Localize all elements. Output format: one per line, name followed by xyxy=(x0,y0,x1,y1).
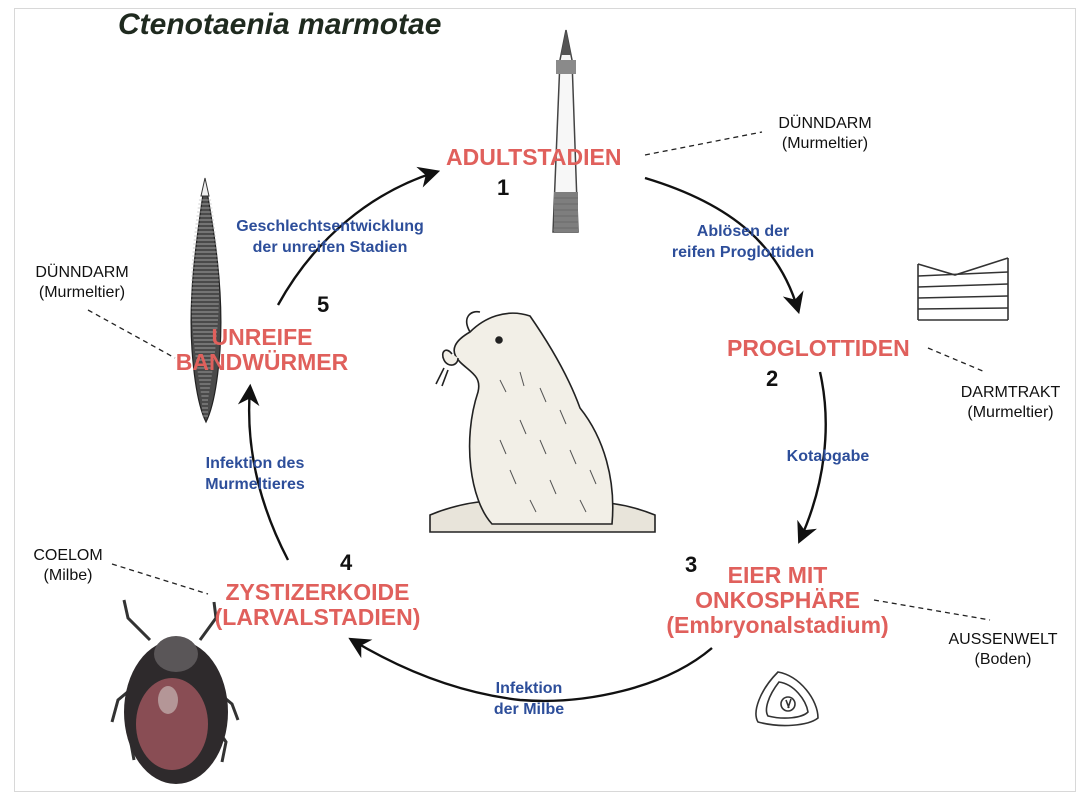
location-immature-line-2: (Murmeltier) xyxy=(22,283,142,303)
egg-illustration xyxy=(756,672,818,725)
transition-3-line-1: Infektion xyxy=(474,678,584,699)
transition-4-line-2: Murmeltieres xyxy=(185,474,325,495)
stage-4-number: 4 xyxy=(340,550,352,576)
stage-3-label-line-3: (Embryonalstadium) xyxy=(650,613,905,638)
stage-3-number: 3 xyxy=(685,552,697,578)
location-adult-line-2: (Murmeltier) xyxy=(755,134,895,154)
location-eggs-line-1: AUSSENWELT xyxy=(938,630,1068,650)
stage-5-number: 5 xyxy=(317,292,329,318)
transition-4-to-5-label: Infektion des Murmeltieres xyxy=(185,453,325,495)
transition-3-line-2: der Milbe xyxy=(474,699,584,720)
location-cysticercoid-line-2: (Milbe) xyxy=(28,566,108,586)
location-proglottids-line-2: (Murmeltier) xyxy=(948,403,1073,423)
location-eggs-line-2: (Boden) xyxy=(938,650,1068,670)
stage-1-number: 1 xyxy=(497,175,509,201)
location-proglottids-line-1: DARMTRAKT xyxy=(948,383,1073,403)
transition-1-line-1: Ablösen der xyxy=(648,221,838,242)
location-cysticercoid: COELOM (Milbe) xyxy=(28,546,108,586)
transition-5-to-1-label: Geschlechtsentwicklung der unreifen Stad… xyxy=(215,216,445,258)
diagram-title: Ctenotaenia marmotae xyxy=(118,8,441,42)
stage-4-label-line-2: (LARVALSTADIEN) xyxy=(200,605,435,630)
location-adult: DÜNNDARM (Murmeltier) xyxy=(755,114,895,154)
adult-tapeworm-illustration xyxy=(553,30,578,232)
stage-2-label: PROGLOTTIDEN xyxy=(727,336,910,361)
leader-cysticercoid-location xyxy=(112,564,208,594)
leader-adult-location xyxy=(645,132,762,155)
location-immature: DÜNNDARM (Murmeltier) xyxy=(22,263,142,303)
location-proglottids: DARMTRAKT (Murmeltier) xyxy=(948,383,1073,423)
stage-3-label-line-2: ONKOSPHÄRE xyxy=(650,588,905,613)
marmot-illustration xyxy=(430,312,655,532)
stage-5-label-line-2: BANDWÜRMER xyxy=(162,350,362,375)
location-eggs: AUSSENWELT (Boden) xyxy=(938,630,1068,670)
location-cysticercoid-line-1: COELOM xyxy=(28,546,108,566)
stage-5-label-line-1: UNREIFE xyxy=(162,325,362,350)
transition-2-line-1: Kotabgabe xyxy=(773,446,883,467)
stage-1-label-line-1: ADULTSTADIEN xyxy=(446,145,621,170)
stage-2-number: 2 xyxy=(766,366,778,392)
transition-1-to-2-label: Ablösen der reifen Proglottiden xyxy=(648,221,838,263)
proglottids-illustration xyxy=(918,258,1008,320)
location-adult-line-1: DÜNNDARM xyxy=(755,114,895,134)
transition-2-to-3-label: Kotabgabe xyxy=(773,446,883,467)
transition-5-line-1: Geschlechtsentwicklung xyxy=(215,216,445,237)
location-immature-line-1: DÜNNDARM xyxy=(22,263,142,283)
transition-4-line-1: Infektion des xyxy=(185,453,325,474)
stage-1-label: ADULTSTADIEN xyxy=(446,145,621,170)
stage-4-label-line-1: ZYSTIZERKOIDE xyxy=(200,580,435,605)
stage-2-label-line-1: PROGLOTTIDEN xyxy=(727,336,910,361)
transition-3-to-4-label: Infektion der Milbe xyxy=(474,678,584,720)
leader-proglottid-location xyxy=(928,348,985,372)
immature-tapeworm-illustration xyxy=(191,178,221,422)
transition-1-line-2: reifen Proglottiden xyxy=(648,242,838,263)
transition-5-line-2: der unreifen Stadien xyxy=(215,237,445,258)
stage-4-label: ZYSTIZERKOIDE (LARVALSTADIEN) xyxy=(200,580,435,630)
stage-5-label: UNREIFE BANDWÜRMER xyxy=(162,325,362,375)
